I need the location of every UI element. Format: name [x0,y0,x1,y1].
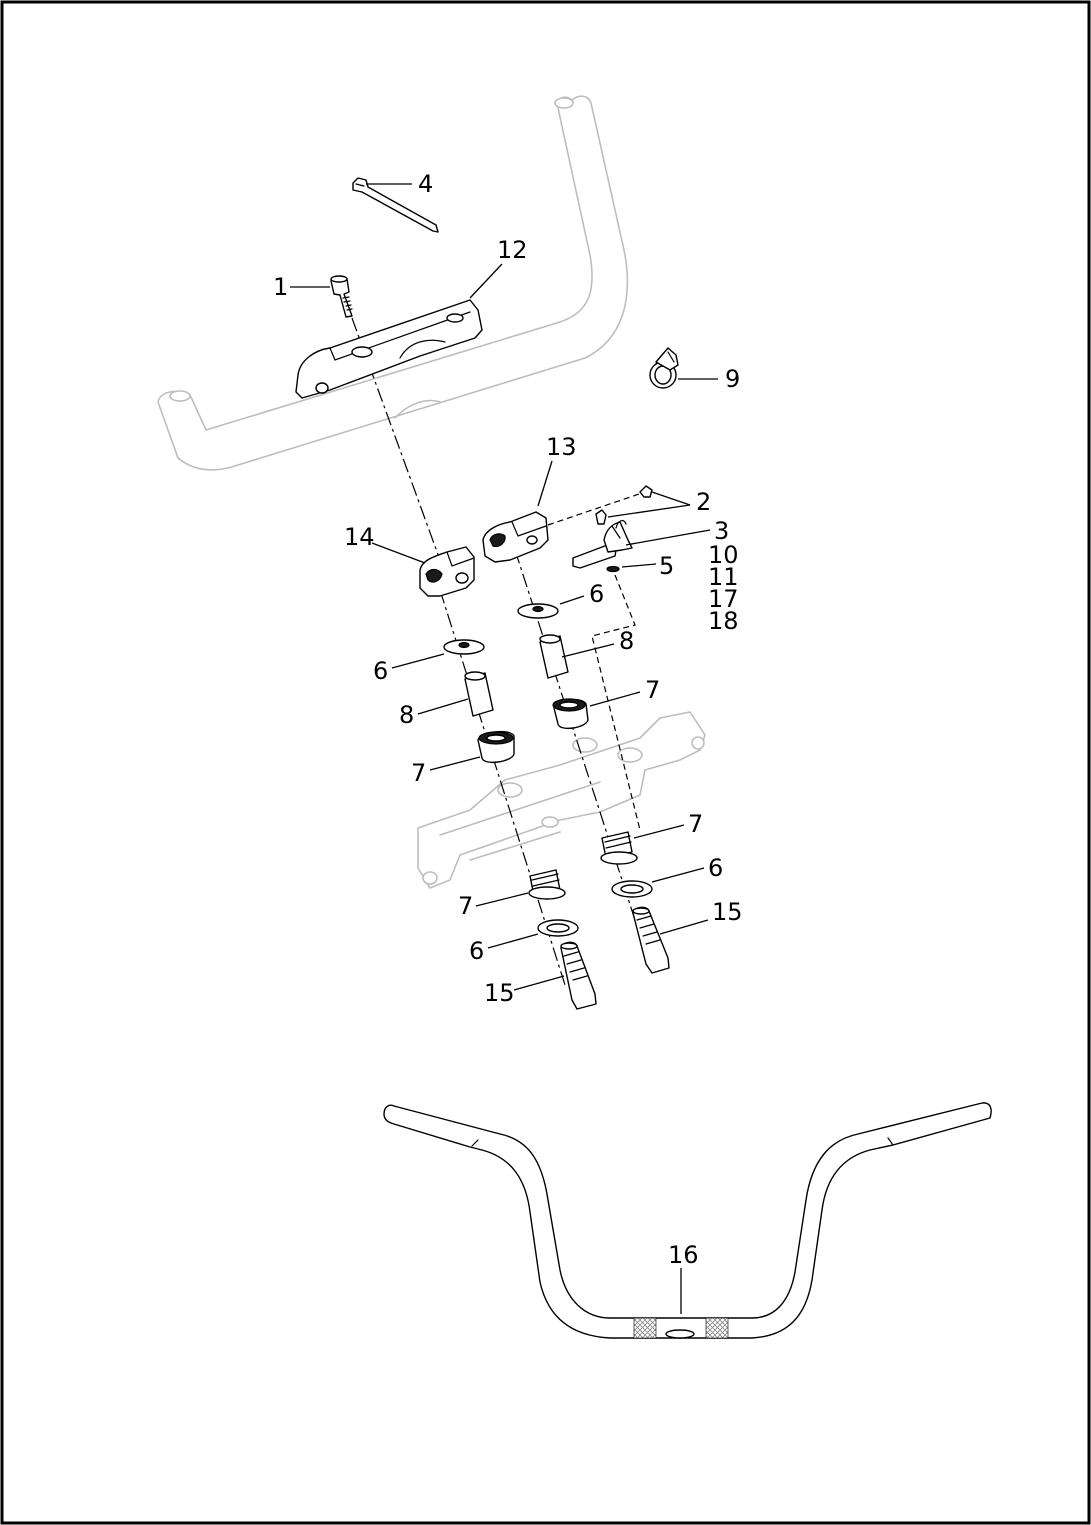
callout-labels: 4 12 1 9 13 2 3 10 5 11 14 6 17 18 8 6 7… [273,170,743,1269]
bushings-part [477,698,638,900]
callout-15-left: 15 [484,979,515,1007]
callout-11: 11 [708,563,739,591]
ghost-handlebar-upper [157,95,629,471]
socket-screw-part [330,275,353,318]
callout-5: 5 [659,552,674,580]
clamp-part [649,347,679,389]
callout-14: 14 [344,523,375,551]
ghost-riser-base [417,711,706,889]
callout-6-upper-left: 6 [373,657,388,685]
callout-10: 10 [708,541,739,569]
callout-6-upper-right: 6 [589,580,604,608]
callout-4: 4 [418,170,433,198]
riser-left-part [419,546,475,597]
cable-strap-part [352,177,439,233]
leader-lines [290,183,718,1314]
callout-7-lower-right: 7 [688,810,703,838]
callout-15-right: 15 [712,898,743,926]
callout-6-lower-left: 6 [469,937,484,965]
callout-8-right: 8 [619,627,634,655]
callout-16: 16 [668,1241,699,1269]
callout-9: 9 [725,365,740,393]
callout-18: 18 [708,607,739,635]
callout-7-upper-left: 7 [411,759,426,787]
top-clamp-part [295,299,483,399]
callout-2: 2 [696,488,711,516]
riser-right-part [482,511,549,563]
callout-7-lower-left: 7 [458,892,473,920]
callout-8-left: 8 [399,701,414,729]
callout-3: 3 [714,517,729,545]
callout-17: 17 [708,585,739,613]
callout-7-upper-right: 7 [645,676,660,704]
bolts-part [560,906,670,1010]
callout-13: 13 [546,433,577,461]
center-lines [351,317,649,986]
callout-6-lower-right: 6 [708,854,723,882]
handlebar-part [383,1102,992,1339]
callout-1: 1 [273,273,288,301]
spacers-part [464,634,569,717]
callout-12: 12 [497,236,528,264]
washers-part [443,603,653,937]
switch-hardware-part [572,485,653,573]
